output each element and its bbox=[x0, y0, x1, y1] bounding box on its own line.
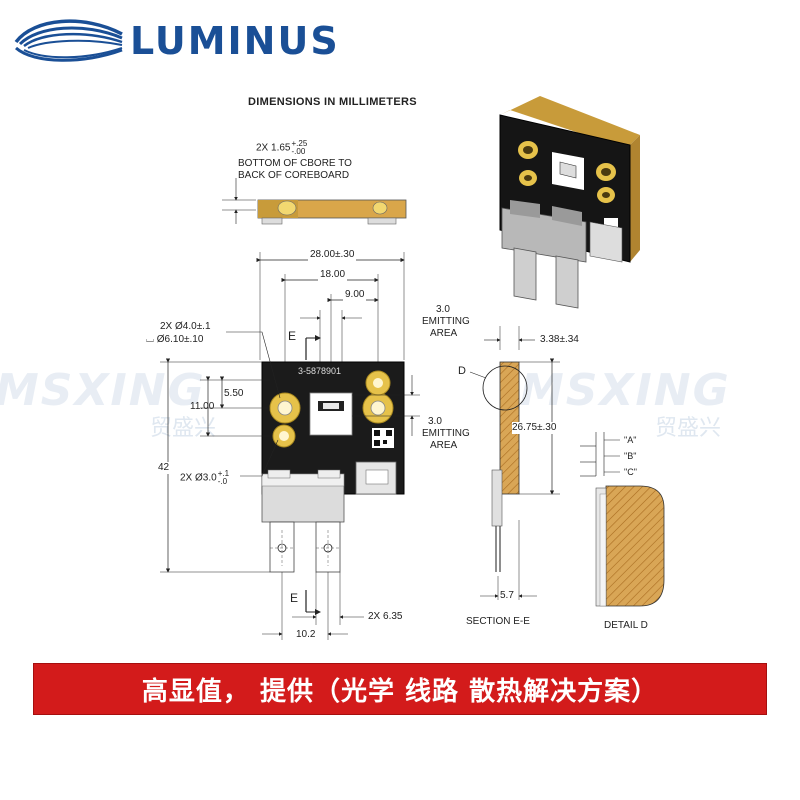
detail-caption: DETAIL D bbox=[604, 620, 648, 631]
dim-42: 42 bbox=[158, 462, 170, 474]
watermark-cn-left: 贸盛兴 bbox=[150, 416, 217, 441]
dimensions-title: DIMENSIONS IN MILLIMETERS bbox=[248, 96, 417, 108]
hole-dim-1: 2X Ø4.0±.1 bbox=[160, 321, 211, 332]
width-dim: 28.00±.30 bbox=[308, 249, 357, 261]
cbore-note-2: BACK OF COREBOARD bbox=[238, 170, 350, 181]
luminus-logo bbox=[14, 14, 124, 66]
section-thickness: 3.38±.34 bbox=[540, 334, 579, 345]
emitting-right-3: AREA bbox=[430, 440, 458, 451]
emitting-top-2: EMITTING bbox=[422, 316, 470, 327]
emitting-top-1: 3.0 bbox=[436, 304, 450, 315]
module-3d-render bbox=[499, 96, 640, 309]
brand-name: LUMINUS bbox=[130, 19, 340, 63]
dim-9: 9.00 bbox=[343, 289, 367, 301]
emitting-right-2: EMITTING bbox=[422, 428, 470, 439]
section-view bbox=[469, 326, 560, 600]
cbore-note-1: BOTTOM OF CBORE TO bbox=[238, 158, 352, 169]
detail-label-c: "C" bbox=[624, 467, 637, 477]
front-view bbox=[160, 252, 420, 640]
section-mark-bottom: E bbox=[290, 591, 299, 605]
detail-callout: D bbox=[458, 365, 466, 377]
section-caption: SECTION E-E bbox=[466, 616, 530, 627]
emitting-top-3: AREA bbox=[430, 328, 458, 339]
dim-5-50: 5.50 bbox=[224, 388, 244, 399]
cbore-dim: 2X 1.65+.25-.00 bbox=[256, 139, 308, 156]
watermark-cn-right: 贸盛兴 bbox=[655, 416, 722, 441]
detail-view bbox=[580, 432, 665, 607]
board-code: 3-5878901 bbox=[298, 366, 342, 376]
hole-dim-2: ⌴ Ø6.10±.10 bbox=[146, 334, 204, 345]
tab-width: 2X 6.35 bbox=[368, 611, 403, 622]
pin-offset: 5.7 bbox=[500, 590, 514, 601]
promo-banner-text: 高显值， 提供（光学 线路 散热解决方案） bbox=[141, 676, 659, 707]
top-side-view bbox=[222, 178, 407, 225]
section-mark-top: E bbox=[288, 329, 297, 343]
promo-banner: 高显值， 提供（光学 线路 散热解决方案） bbox=[33, 663, 767, 715]
detail-label-b: "B" bbox=[624, 451, 637, 461]
tab-spacing: 10.2 bbox=[296, 629, 316, 641]
dim-18: 18.00 bbox=[318, 269, 348, 281]
luminus-swoosh-icon bbox=[14, 19, 123, 62]
detail-label-a: "A" bbox=[624, 435, 637, 445]
pin-hole-dim: 2X Ø3.0+.1-.0 bbox=[180, 469, 230, 486]
dim-11-00: 11.00 bbox=[190, 401, 215, 412]
emitting-right-1: 3.0 bbox=[428, 416, 442, 427]
section-height: 26.75±.30 bbox=[512, 422, 557, 434]
watermark-right: MSXING bbox=[520, 365, 731, 416]
